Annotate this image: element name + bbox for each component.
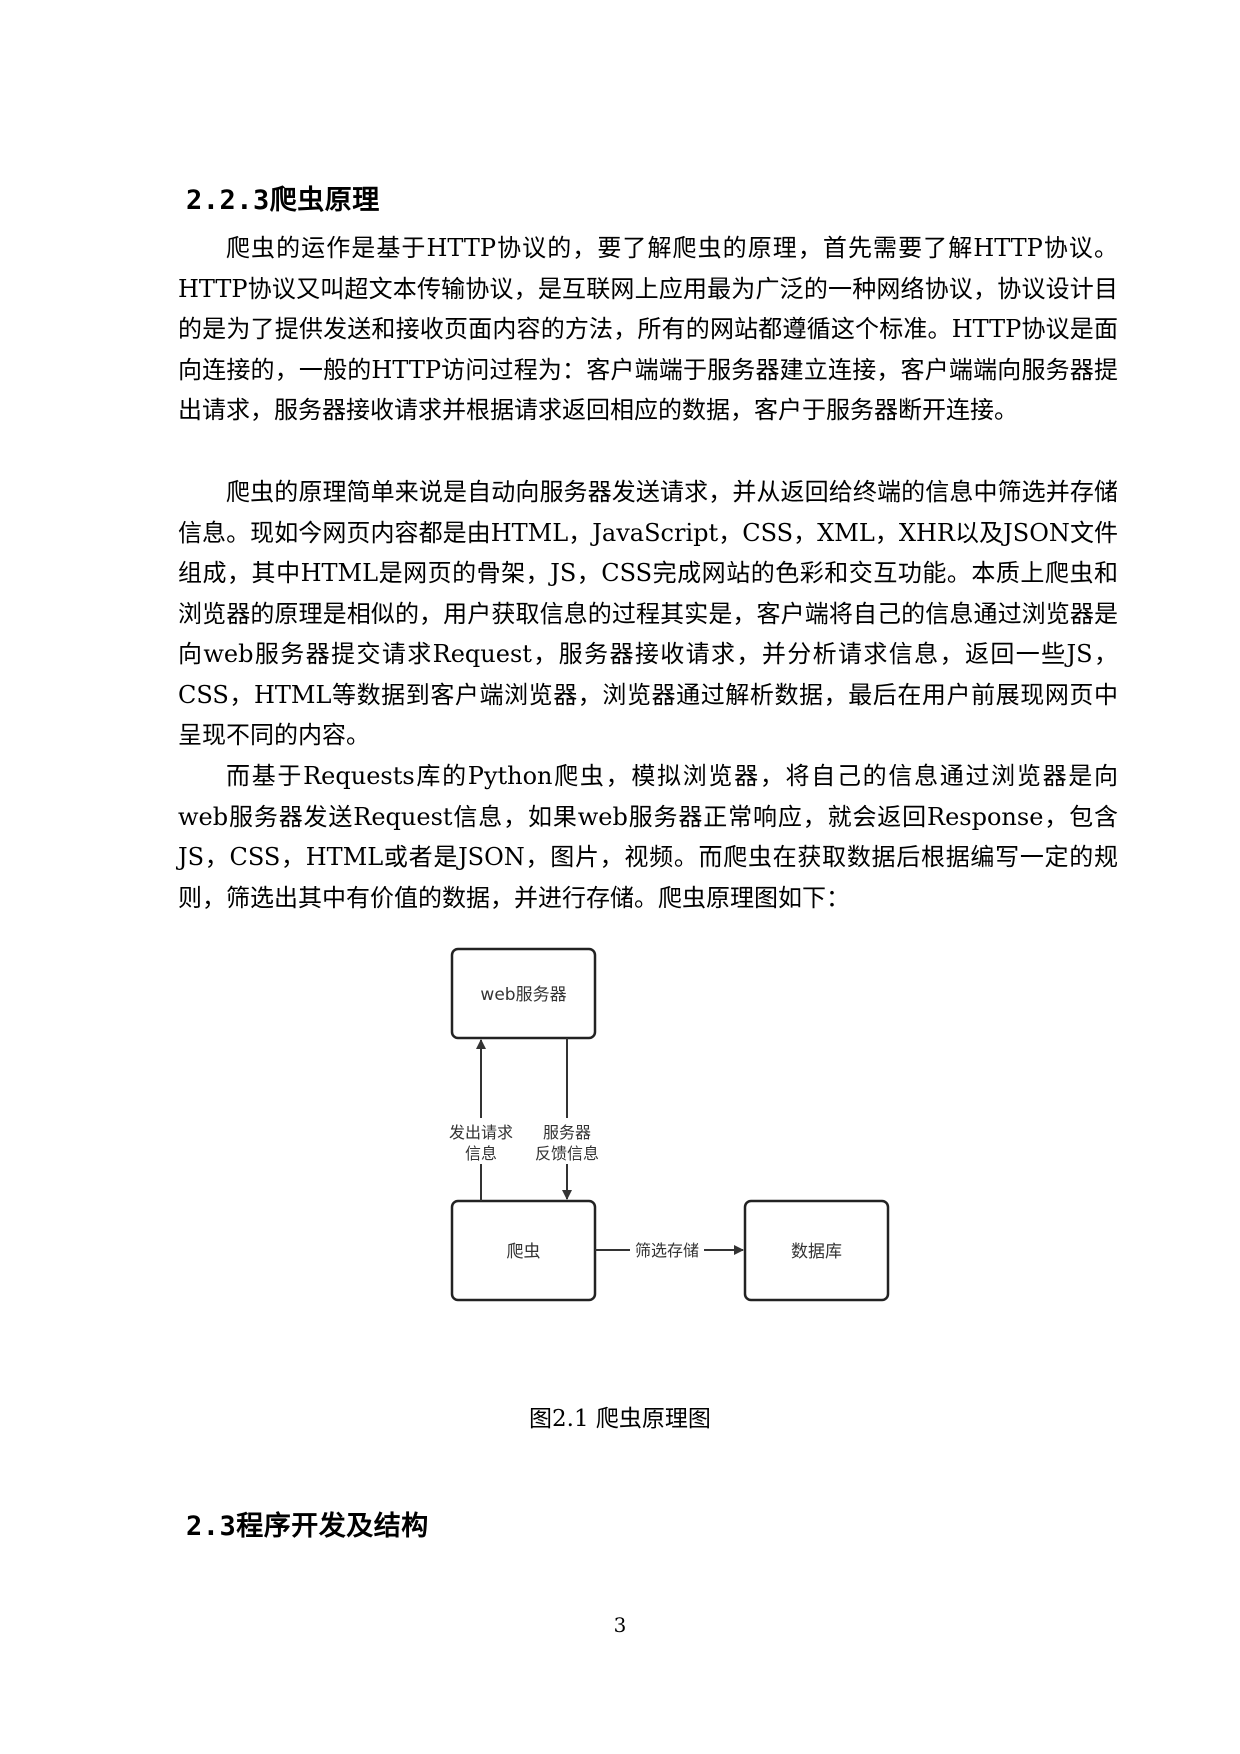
paragraph-text: 爬虫的原理简单来说是自动向服务器发送请求，并从返回给终端的信息中筛选并存储信息。… [178, 478, 1118, 749]
section-heading-2-3: 2.3程序开发及结构 [186, 1511, 429, 1542]
crawler-label: 爬虫 [507, 1242, 541, 1262]
send-request-label-line2: 信息 [465, 1144, 497, 1163]
database-box [743, 1199, 890, 1302]
database-label: 数据库 [791, 1242, 842, 1262]
paragraph-http-protocol: 爬虫的运作是基于HTTP协议的，要了解爬虫的原理，首先需要了解HTTP协议。HT… [178, 228, 1118, 431]
paragraph-text: 爬虫的运作是基于HTTP协议的，要了解爬虫的原理，首先需要了解HTTP协议。HT… [178, 234, 1118, 424]
server-feedback-label-line1: 服务器 [543, 1123, 591, 1142]
section-heading-2-2-3: 2.2.3爬虫原理 [186, 185, 380, 216]
crawler-principle-diagram: web服务器 爬虫 数据库 发出请求 信息 服务器 反馈信息 筛选存储 [444, 947, 890, 1302]
page-number: 3 [613, 1613, 627, 1637]
filter-store-label: 筛选存储 [635, 1241, 699, 1260]
web-server-box [450, 947, 597, 1040]
paragraph-text: 而基于Requests库的Python爬虫，模拟浏览器，将自己的信息通过浏览器是… [178, 762, 1118, 912]
paragraph-requests-crawler: 而基于Requests库的Python爬虫，模拟浏览器，将自己的信息通过浏览器是… [178, 756, 1118, 918]
web-server-label: web服务器 [480, 985, 566, 1005]
server-feedback-label-line2: 反馈信息 [535, 1144, 599, 1163]
paragraph-crawler-principle: 爬虫的原理简单来说是自动向服务器发送请求，并从返回给终端的信息中筛选并存储信息。… [178, 472, 1118, 756]
figure-caption: 图2.1 爬虫原理图 [529, 1406, 711, 1432]
send-request-label-line1: 发出请求 [449, 1123, 513, 1142]
